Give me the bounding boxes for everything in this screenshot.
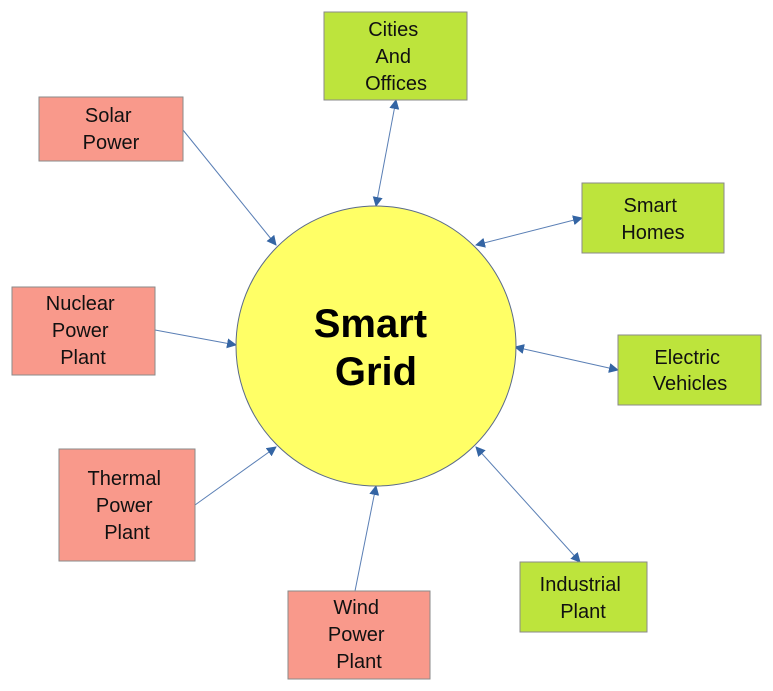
box-label-line: Plant	[560, 601, 606, 623]
wind-to-hub-arrow	[354, 485, 380, 592]
hub-ev-arrow	[514, 344, 619, 373]
box-label-line: Plant	[336, 651, 382, 673]
consumers: Cities And Offices Smart Homes Electric …	[323, 11, 762, 633]
box-rect	[617, 334, 762, 406]
thermal-to-hub-arrow	[194, 446, 277, 506]
box-label: Thermal Power Plant	[88, 468, 167, 544]
connectors	[154, 99, 619, 592]
consumer-industrial-box: Industrial Plant	[519, 561, 648, 633]
box-label-line: Homes	[621, 222, 684, 244]
box-label: Electric Vehicles	[653, 347, 728, 395]
box-rect	[581, 182, 725, 254]
box-label-line: Smart	[624, 195, 678, 217]
box-label-line: Offices	[365, 73, 427, 95]
box-label-line: Nuclear	[46, 293, 115, 315]
hub-label: Smart Grid	[314, 302, 439, 394]
box-label-line: Power	[96, 495, 153, 517]
box-label-line: Industrial	[540, 574, 621, 596]
source-thermal-box: Thermal Power Plant	[58, 448, 196, 562]
box-rect	[323, 11, 468, 101]
box-rect	[58, 448, 196, 562]
consumer-cities-box: Cities And Offices	[323, 11, 468, 101]
box-label: Nuclear Power Plant	[46, 293, 120, 369]
consumer-homes-box: Smart Homes	[581, 182, 725, 254]
box-label: Wind Power Plant	[328, 597, 390, 673]
box-label-line: Plant	[60, 347, 106, 369]
source-solar-box: Solar Power	[38, 96, 184, 162]
consumer-ev-box: Electric Vehicles	[617, 334, 762, 406]
box-label-line: And	[375, 46, 411, 68]
box-rect	[11, 286, 156, 376]
box-label-line: Thermal	[88, 468, 161, 490]
hub-label-line: Grid	[335, 350, 417, 394]
smart-grid-hub: Smart Grid	[235, 205, 517, 487]
box-label: Industrial Plant	[540, 574, 627, 623]
box-rect	[287, 590, 431, 680]
box-label-line: Cities	[368, 19, 418, 41]
box-label-line: Plant	[104, 522, 150, 544]
box-label-line: Vehicles	[653, 373, 728, 395]
hub-industrial-arrow	[475, 446, 581, 563]
box-label-line: Electric	[654, 347, 720, 369]
hub-circle	[235, 205, 517, 487]
box-label-line: Power	[52, 320, 109, 342]
hub-homes-arrow	[475, 215, 583, 248]
hub-cities-arrow	[372, 99, 400, 207]
power-sources: Solar Power Nuclear Power Plant Thermal …	[11, 96, 431, 680]
source-wind-box: Wind Power Plant	[287, 590, 431, 680]
box-label: Solar Power	[83, 105, 140, 154]
solar-to-hub-arrow	[182, 129, 277, 246]
box-label-line: Wind	[333, 597, 379, 619]
source-nuclear-box: Nuclear Power Plant	[11, 286, 156, 376]
box-rect	[519, 561, 648, 633]
nuclear-to-hub-arrow	[154, 329, 237, 349]
box-label-line: Power	[328, 624, 385, 646]
box-label-line: Power	[83, 132, 140, 154]
box-rect	[38, 96, 184, 162]
box-label: Smart Homes	[621, 195, 684, 244]
box-label: Cities And Offices	[365, 19, 427, 95]
hub-label-line: Smart	[314, 302, 427, 346]
box-label-line: Solar	[85, 105, 132, 127]
